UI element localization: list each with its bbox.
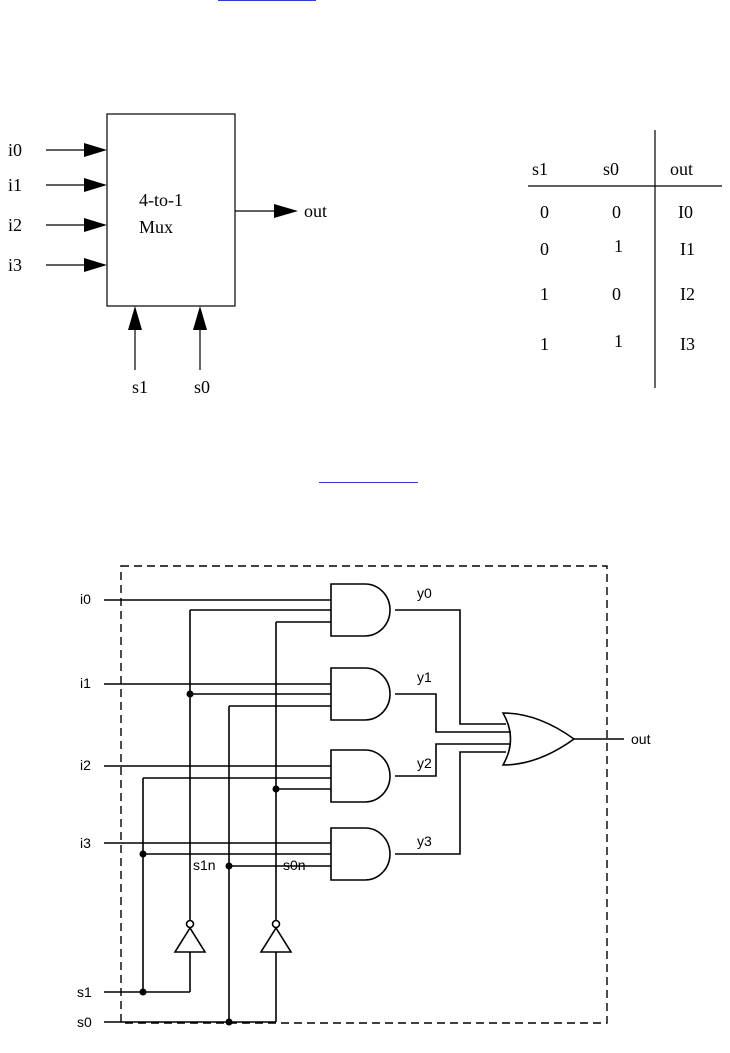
input-label-i2: i2 [8, 215, 22, 235]
mux-box-label-2: Mux [139, 217, 173, 237]
select-label-s0: s0 [194, 377, 210, 397]
truth-cell: I1 [680, 239, 695, 259]
inverter-s0-bubble [271, 919, 281, 929]
truth-cell: 1 [614, 331, 623, 351]
truth-header-out: out [670, 159, 693, 179]
gate-input-label-i1: i1 [80, 675, 91, 691]
input-label-i0: i0 [8, 140, 22, 160]
module-boundary [120, 565, 608, 1024]
gate-input-label-i0: i0 [80, 591, 91, 607]
mux-box [106, 113, 236, 307]
and-gate-0 [330, 583, 391, 637]
inverter-s1-bubble [185, 919, 195, 929]
input-label-i1: i1 [8, 175, 22, 195]
inverter-s1 [173, 926, 207, 953]
gate-select-label-s0: s0 [77, 1014, 92, 1030]
input-label-i3: i3 [8, 255, 22, 275]
inverted-label-s0n: s0n [283, 857, 306, 873]
junction-dots [139, 690, 280, 1026]
and-output-label-y2: y2 [417, 755, 432, 771]
mux-gate-diagram: i0 i1 i2 i3 y0 y1 y2 y3 out s1n s0n s1 s… [77, 565, 651, 1030]
gate-output-label: out [631, 731, 651, 747]
truth-header-s0: s0 [603, 159, 619, 179]
truth-table: s1 s0 out 0 0 I0 0 1 I1 1 0 I2 1 1 I3 [528, 130, 722, 388]
figure-link-middle[interactable] [319, 482, 418, 483]
or-gate [501, 712, 576, 766]
truth-cell: I2 [680, 284, 695, 304]
truth-cell: 0 [540, 202, 549, 222]
gate-input-label-i3: i3 [80, 835, 91, 851]
truth-cell: 0 [612, 284, 621, 304]
output-label: out [304, 201, 327, 221]
truth-cell: 1 [540, 284, 549, 304]
and-output-label-y1: y1 [417, 669, 432, 685]
inverter-s0 [259, 926, 293, 953]
truth-cell: I3 [680, 334, 695, 354]
truth-cell: I0 [678, 202, 693, 222]
and-gate-1 [330, 667, 391, 721]
truth-cell: 0 [540, 239, 549, 259]
truth-cell: 0 [612, 202, 621, 222]
and-gate-2 [330, 749, 391, 803]
figure-link-top[interactable] [218, 0, 316, 1]
select-arrows [128, 306, 207, 370]
select-label-s1: s1 [132, 377, 148, 397]
and-gate-3 [330, 827, 391, 881]
truth-header-s1: s1 [532, 159, 548, 179]
truth-cell: 1 [540, 334, 549, 354]
and-output-label-y0: y0 [417, 585, 432, 601]
gate-input-label-i2: i2 [80, 757, 91, 773]
truth-cell: 1 [614, 236, 623, 256]
inverted-label-s1n: s1n [193, 857, 216, 873]
mux-box-label-1: 4-to-1 [139, 190, 183, 210]
mux-block-diagram: 4-to-1 Mux i0 i1 i2 i3 out s1 s0 [8, 113, 722, 397]
gate-select-label-s1: s1 [77, 984, 92, 1000]
input-arrows [46, 143, 107, 272]
and-output-label-y3: y3 [417, 833, 432, 849]
